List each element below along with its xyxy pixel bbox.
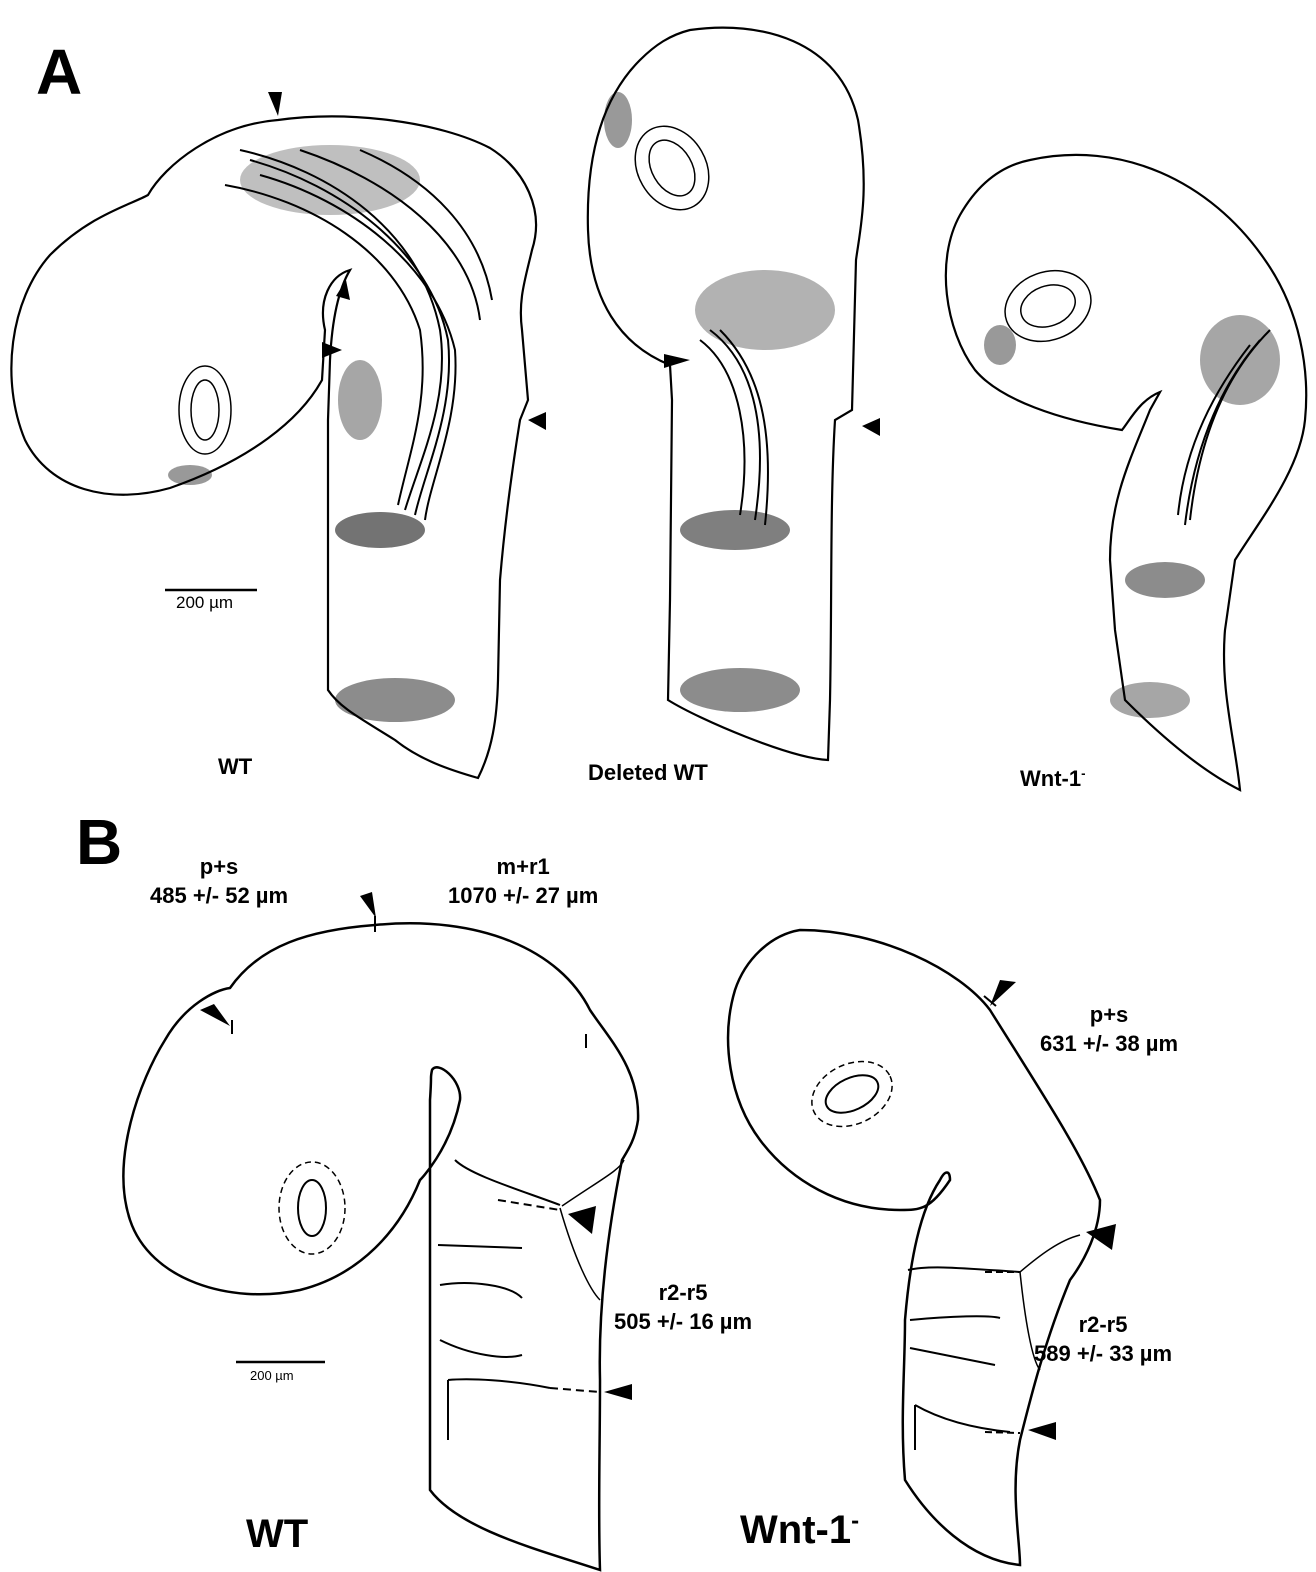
panel-b-letter: B bbox=[76, 810, 122, 874]
a-label-wt: WT bbox=[218, 754, 252, 780]
b-scale-bar-label: 200 µm bbox=[250, 1368, 294, 1383]
b-label-wt: WT bbox=[246, 1512, 308, 1557]
b-wt-mr1-measure: m+r1 1070 +/- 27 µm bbox=[448, 852, 598, 910]
b-wnt1-optic-inner bbox=[820, 1068, 884, 1121]
b-wnt1-ps-measure: p+s 631 +/- 38 µm bbox=[1040, 1000, 1178, 1058]
a-deleted-wt-arrowheads bbox=[664, 354, 880, 436]
b-wt-embryo-outline bbox=[123, 923, 638, 1570]
b-wt-optic-inner bbox=[298, 1180, 326, 1236]
b-wt-mr1-name: m+r1 bbox=[448, 852, 598, 881]
b-wt-ps-measure: p+s 485 +/- 52 µm bbox=[150, 852, 288, 910]
a-wnt1-optic-inner bbox=[1015, 278, 1081, 335]
a-deleted-wt-neuron-clusters bbox=[604, 92, 835, 712]
b-wnt1-r25-measure: r2-r5 589 +/- 33 µm bbox=[1034, 1310, 1172, 1368]
a-deleted-wt-optic-inner bbox=[640, 132, 705, 204]
b-wt-ps-name: p+s bbox=[150, 852, 288, 881]
b-wnt1-ps-name: p+s bbox=[1040, 1000, 1178, 1029]
a-wt-optic-inner bbox=[191, 380, 219, 440]
b-wt-optic-dashed bbox=[279, 1162, 345, 1254]
b-wt-r25-measure: r2-r5 505 +/- 16 µm bbox=[614, 1278, 752, 1336]
b-wnt1-ps-value: 631 +/- 38 µm bbox=[1040, 1029, 1178, 1058]
b-label-wnt1: Wnt-1- bbox=[740, 1508, 859, 1553]
b-label-wnt1-sup: - bbox=[851, 1508, 859, 1535]
a-wnt1-neuron-clusters bbox=[984, 315, 1280, 718]
a-wt-embryo-outline bbox=[11, 116, 536, 778]
a-label-wnt1-base: Wnt-1 bbox=[1020, 766, 1081, 791]
a-deleted-wt-optic-outer bbox=[621, 113, 724, 223]
panel-a-letter: A bbox=[36, 40, 82, 104]
b-wt-r25-value: 505 +/- 16 µm bbox=[614, 1307, 752, 1336]
b-wt-arrowheads bbox=[200, 892, 632, 1400]
b-wt-ps-value: 485 +/- 52 µm bbox=[150, 881, 288, 910]
a-scale-bar-label: 200 µm bbox=[176, 593, 233, 613]
b-wnt1-optic-dashed bbox=[801, 1049, 902, 1139]
a-label-deleted-wt: Deleted WT bbox=[588, 760, 708, 786]
a-wt-optic-outer bbox=[179, 366, 231, 454]
a-deleted-wt-embryo-outline bbox=[588, 28, 864, 760]
b-wt-r25-name: r2-r5 bbox=[614, 1278, 752, 1307]
b-wnt1-r25-value: 589 +/- 33 µm bbox=[1034, 1339, 1172, 1368]
a-label-wnt1: Wnt-1- bbox=[1020, 766, 1086, 792]
b-wt-boundaries bbox=[438, 1160, 624, 1440]
b-wt-mr1-value: 1070 +/- 27 µm bbox=[448, 881, 598, 910]
a-deleted-wt-axon-tract bbox=[700, 330, 768, 525]
a-label-wnt1-sup: - bbox=[1081, 766, 1085, 781]
b-label-wnt1-base: Wnt-1 bbox=[740, 1508, 851, 1552]
b-wnt1-r25-name: r2-r5 bbox=[1034, 1310, 1172, 1339]
a-wt-neuron-clusters bbox=[168, 145, 455, 722]
